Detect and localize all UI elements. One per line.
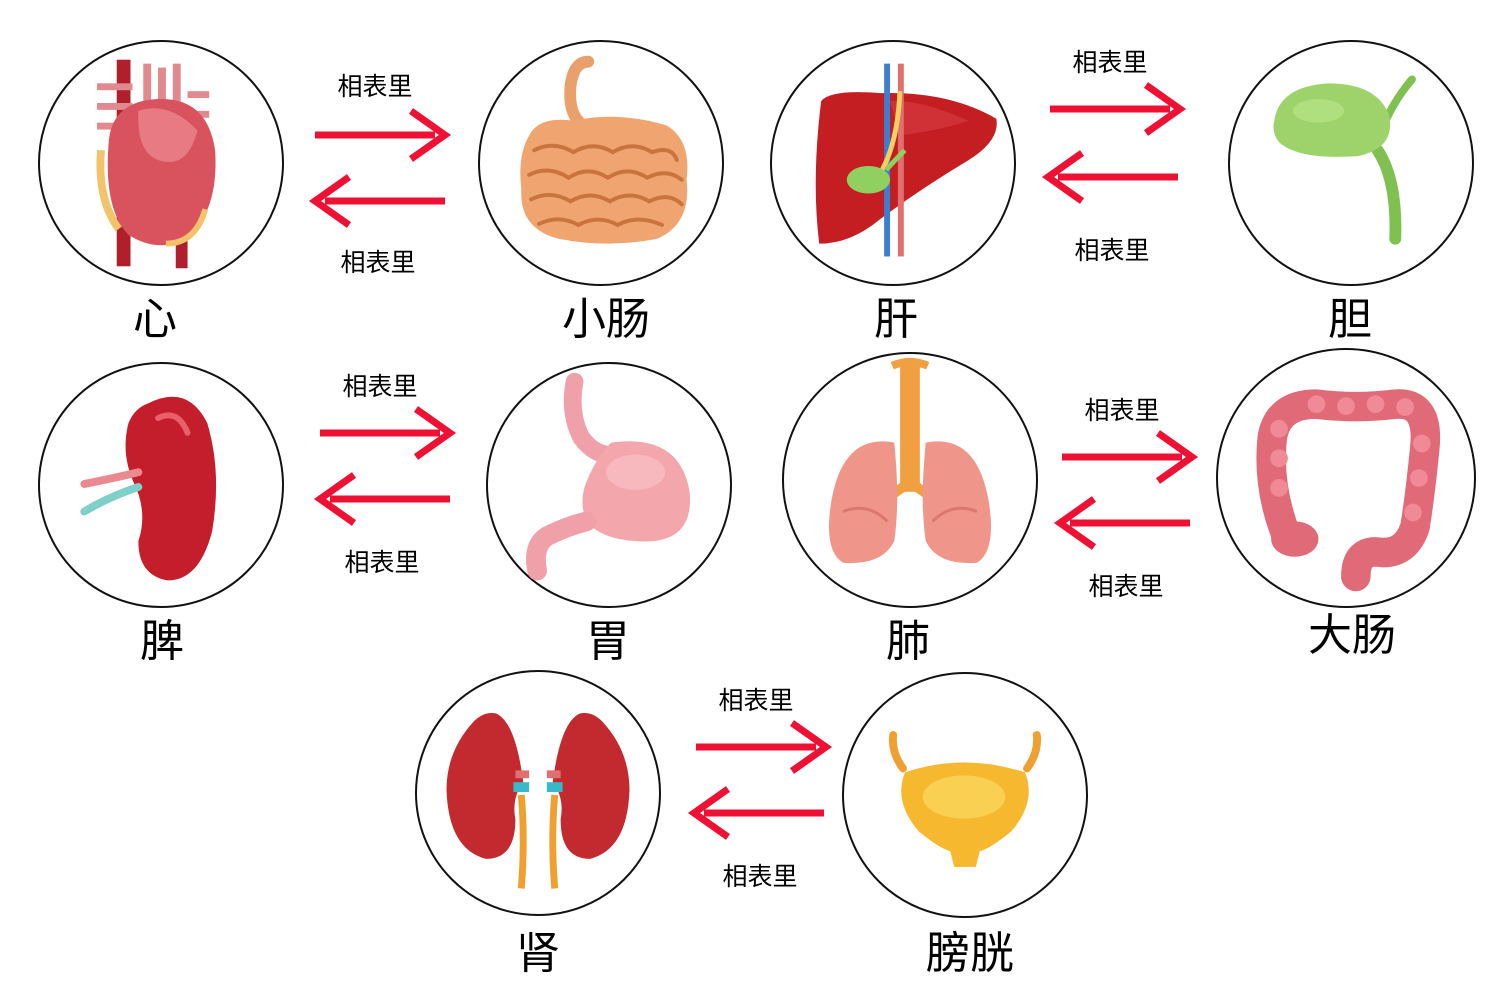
heart-icon — [96, 59, 216, 269]
gallbladder-circle — [1228, 40, 1474, 286]
pair-label-top: 相表里 — [337, 72, 413, 101]
stomach-circle — [486, 362, 732, 608]
large-intestine-icon — [1256, 389, 1441, 592]
small-intestine-icon — [520, 55, 688, 244]
arrow-right-icon — [1062, 430, 1199, 484]
stomach-icon — [526, 372, 691, 581]
pair-label-bottom: 相表里 — [1074, 236, 1150, 265]
kidney-icon — [446, 712, 630, 889]
small-intestine-circle — [478, 40, 724, 286]
liver-icon — [815, 63, 997, 257]
lung-icon — [829, 357, 991, 564]
arrow-left-icon — [1041, 150, 1178, 204]
organ-name-lung: 肺 — [886, 616, 930, 667]
organ-name-stomach: 胃 — [586, 616, 630, 667]
organ-name-heart: 心 — [133, 294, 177, 345]
arrow-right-icon — [696, 720, 833, 774]
heart-circle — [38, 40, 284, 286]
pair-label-bottom: 相表里 — [340, 248, 416, 277]
kidney-circle — [415, 670, 661, 916]
pair-label-bottom: 相表里 — [1088, 572, 1164, 601]
pair-label-top: 相表里 — [718, 686, 794, 715]
organ-name-bladder: 膀胱 — [926, 928, 1014, 979]
spleen-circle — [38, 362, 284, 608]
organ-name-spleen: 脾 — [140, 616, 184, 667]
bladder-icon — [888, 731, 1042, 867]
arrow-left-icon — [1053, 496, 1190, 550]
arrow-left-icon — [308, 174, 445, 228]
gallbladder-icon — [1273, 75, 1416, 245]
bladder-circle — [842, 672, 1088, 918]
large-intestine-circle — [1216, 348, 1476, 608]
arrow-left-icon — [313, 472, 450, 526]
pair-label-top: 相表里 — [1072, 48, 1148, 77]
lung-circle — [782, 352, 1038, 608]
liver-circle — [770, 40, 1016, 286]
organ-name-liver: 肝 — [874, 294, 918, 345]
pair-label-top: 相表里 — [342, 372, 418, 401]
arrow-right-icon — [315, 108, 452, 162]
arrow-right-icon — [1050, 82, 1187, 136]
arrow-right-icon — [320, 406, 457, 460]
organ-name-gallbladder: 胆 — [1328, 294, 1372, 345]
pair-label-bottom: 相表里 — [344, 548, 420, 577]
pair-label-bottom: 相表里 — [722, 862, 798, 891]
pair-label-top: 相表里 — [1084, 396, 1160, 425]
spleen-icon — [80, 396, 217, 581]
organ-name-small-intestine: 小肠 — [562, 294, 650, 345]
arrow-left-icon — [687, 786, 824, 840]
organ-name-large-intestine: 大肠 — [1308, 610, 1396, 661]
organ-name-kidney: 肾 — [516, 928, 560, 979]
